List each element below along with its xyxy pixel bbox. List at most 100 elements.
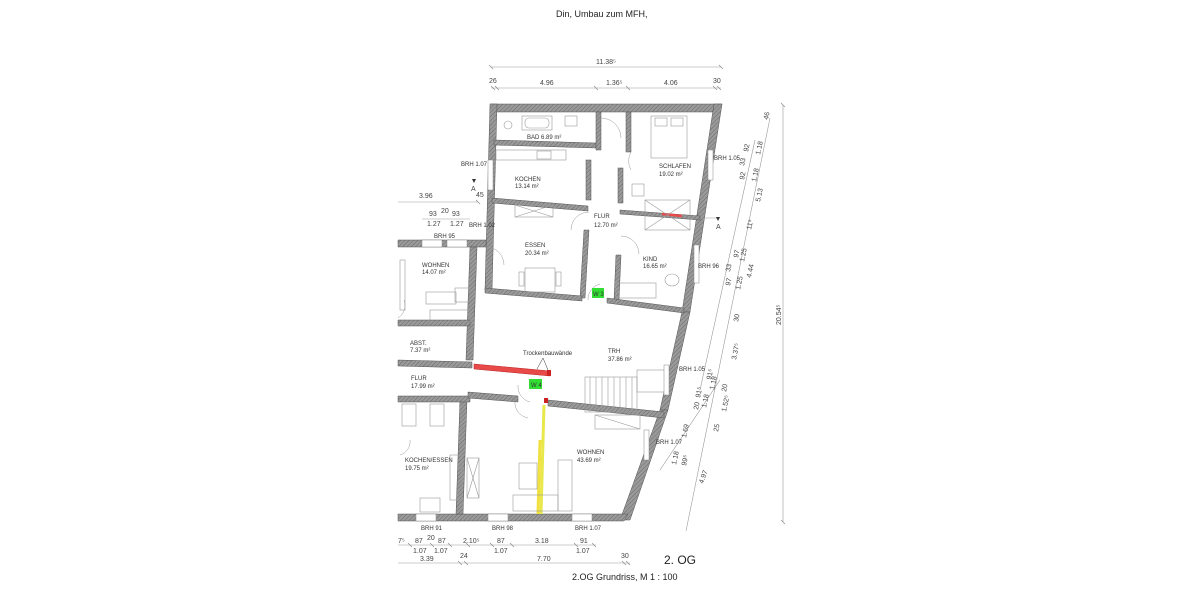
dim-bottom: 1.07 <box>434 548 448 555</box>
dim-top-496: 4.96 <box>540 80 554 87</box>
room-trh-area: 37.86 m² <box>608 357 632 363</box>
wall-tags: W 3 W 4 Trockenbauwände <box>523 288 604 389</box>
dim-right-497: 4.97 <box>698 469 709 484</box>
section-a-arrow-icon <box>716 217 720 221</box>
dim-left-45: 45 <box>476 192 484 199</box>
brh-label: BRH 1.07 <box>461 162 488 168</box>
dim-inner: 97 <box>725 277 733 286</box>
dim-right-20: 20 <box>721 383 729 392</box>
dim-right-1525: 1.52⁵ <box>721 395 731 413</box>
brh-label: BRH 96 <box>698 264 720 270</box>
dim-bottom: 1.07 <box>576 548 590 555</box>
room-flur-name: FLUR <box>594 214 610 220</box>
dim-top-30: 30 <box>713 78 721 85</box>
room-abst-area: 7.37 m² <box>410 348 430 354</box>
dim-inner: 1.69 <box>681 424 691 439</box>
right-total-dimension: 20.54⁵ <box>776 102 786 525</box>
dim-left-127a: 1.27 <box>427 221 441 228</box>
brh-label: BRH 95 <box>434 234 456 240</box>
brh-label: BRH 1.02 <box>469 223 496 229</box>
brh-label: BRH 1.07 <box>656 440 683 446</box>
dim-inner: 1.18 <box>755 141 765 156</box>
dim-bottom: 87 <box>415 538 423 545</box>
dim-inner: 91⁵ <box>706 368 715 380</box>
room-bad-area: 6.89 m² <box>541 135 561 141</box>
brh-label: BRH 1.07 <box>575 526 602 532</box>
dim-bottom: 91 <box>580 538 588 545</box>
drywall-note: Trockenbauwände <box>523 351 573 357</box>
dim-bottom: 3.39 <box>420 556 434 563</box>
room-flur2-area: 17.99 m² <box>411 384 435 390</box>
dim-bottom: 87 <box>438 538 446 545</box>
dim-right-115: 11⁵ <box>746 219 755 230</box>
dim-inner: 1.18 <box>751 168 761 183</box>
room-wohnen-left-area: 14.07 m² <box>422 270 446 276</box>
dim-bottom: 2.10⁵ <box>463 538 480 545</box>
project-title: Din, Umbau zum MFH, <box>556 9 648 19</box>
room-kochenessen-area: 19.75 m² <box>405 466 429 472</box>
section-a-right: A <box>716 224 721 231</box>
brh-label: BRH 1.05 <box>714 156 741 162</box>
w3-tag <box>592 288 604 298</box>
section-a-left: A <box>471 186 476 193</box>
dim-bottom: 30 <box>621 553 629 560</box>
dim-top-1365: 1.36⁵ <box>606 80 623 87</box>
plan-caption: 2.OG Grundriss, M 1 : 100 <box>572 572 678 582</box>
dim-left-93a: 93 <box>429 211 437 218</box>
w3-label: W 3 <box>593 292 604 298</box>
room-wohnen-main-area: 43.69 m² <box>577 458 601 464</box>
windows <box>415 149 714 522</box>
dim-inner: 91⁵ <box>695 386 704 398</box>
left-dimension-chain: 3.96 45 93 20 93 1.27 1.27 <box>398 192 484 228</box>
dim-left-20: 20 <box>441 208 449 215</box>
dim-top-26: 26 <box>489 78 497 85</box>
room-wohnen-main-name: WOHNEN <box>577 450 604 456</box>
top-dimension-chain: 11.38⁵ 26 4.96 1.36⁵ 4.06 30 <box>488 59 724 91</box>
dim-inner: 1.18 <box>709 376 719 391</box>
dim-right-46: 46 <box>763 111 771 120</box>
room-kochenessen-name: KOCHEN/ESSEN <box>405 458 453 464</box>
dim-right-total: 20.54⁵ <box>776 304 783 325</box>
dim-right-3375: 3.37⁵ <box>731 343 741 361</box>
dim-right-25: 25 <box>713 423 721 432</box>
door-swings <box>397 117 640 456</box>
dim-bottom: 7⁵ <box>398 538 405 545</box>
room-essen-area: 20.34 m² <box>525 251 549 257</box>
room-bad-name: BAD <box>527 135 540 141</box>
dim-inner: 1.18 <box>701 394 711 409</box>
drywall-markings <box>473 212 683 515</box>
dim-inner: 20 <box>693 401 701 410</box>
room-kind-name: KIND <box>643 257 658 263</box>
bottom-dimension-chain: 7⁵ 87 20 87 2.10⁵ 87 3.18 91 1.07 1.07 1… <box>398 535 631 566</box>
brh-label: BRH 98 <box>492 526 514 532</box>
w4-tag <box>529 379 542 389</box>
room-schlafen-area: 19.02 m² <box>659 172 683 178</box>
furniture <box>399 115 691 513</box>
room-kochen-name: KOCHEN <box>515 177 541 183</box>
dim-top-406: 4.06 <box>664 80 678 87</box>
right-slanted-dimension-chain: 46 5.13 11⁵ 4.44 30 3.37⁵ 20 1.52⁵ 25 4.… <box>659 111 772 532</box>
dim-left-93b: 93 <box>452 211 460 218</box>
dim-bottom: 24 <box>460 553 468 560</box>
dim-right-30: 30 <box>733 313 741 322</box>
dim-inner: 99⁵ <box>681 454 690 466</box>
interior-walls <box>467 111 701 419</box>
floor-label: 2. OG <box>664 553 697 567</box>
dim-bottom: 3.18 <box>535 538 549 545</box>
dim-inner: 1.25 <box>735 276 745 291</box>
room-kochen-area: 13.14 m² <box>515 184 539 190</box>
dim-inner: 33 <box>725 263 733 272</box>
dim-inner: 33 <box>739 157 747 166</box>
brh-label: BRH 1.05 <box>679 367 706 373</box>
dim-bottom: 87 <box>497 538 505 545</box>
room-abst-name: ABST. <box>410 341 427 347</box>
w4-label: W 4 <box>531 383 542 389</box>
room-kind-area: 16.65 m² <box>643 264 667 270</box>
dim-inner: 92 <box>739 171 747 180</box>
dim-bottom: 7.70 <box>537 556 551 563</box>
room-labels: BAD 6.89 m² KOCHEN 13.14 m² SCHLAFEN 19.… <box>405 135 691 472</box>
room-essen-name: ESSEN <box>525 243 545 249</box>
dim-left-396: 3.96 <box>419 193 433 200</box>
dim-top-total: 11.38⁵ <box>596 59 616 66</box>
